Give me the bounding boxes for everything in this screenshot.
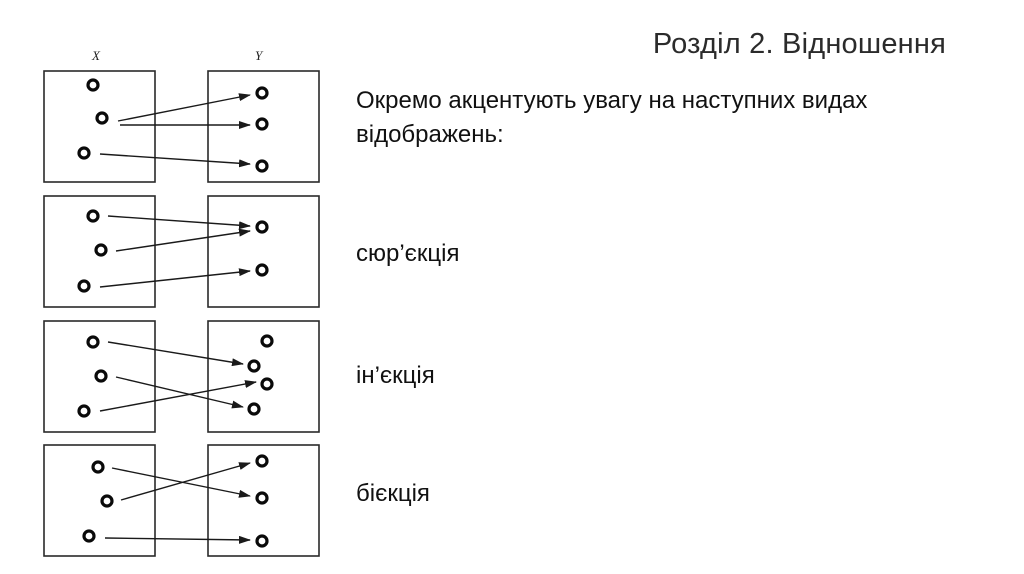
term-bijection: бієкція bbox=[356, 480, 430, 507]
element-node bbox=[91, 460, 105, 474]
element-node bbox=[255, 159, 269, 173]
set-x-box bbox=[43, 444, 156, 557]
element-node bbox=[255, 117, 269, 131]
element-node bbox=[255, 86, 269, 100]
panel-general-mapping bbox=[43, 70, 320, 183]
element-node bbox=[94, 369, 108, 383]
panel-bijection bbox=[43, 444, 320, 557]
set-x-box bbox=[43, 195, 156, 308]
element-node bbox=[255, 534, 269, 548]
element-node bbox=[86, 209, 100, 223]
mapping-arrow bbox=[117, 93, 251, 122]
panel-surjection bbox=[43, 195, 320, 308]
element-node bbox=[94, 243, 108, 257]
element-node bbox=[100, 494, 114, 508]
term-injection: ін’єкція bbox=[356, 362, 435, 389]
element-node bbox=[260, 377, 274, 391]
mapping-arrow bbox=[99, 380, 257, 412]
element-node bbox=[247, 402, 261, 416]
set-y-box bbox=[207, 195, 320, 308]
set-label-y: Y bbox=[255, 48, 264, 63]
set-y-box bbox=[207, 444, 320, 557]
mapping-panels bbox=[43, 70, 320, 557]
set-label-x: X bbox=[91, 48, 101, 63]
element-node bbox=[77, 404, 91, 418]
element-node bbox=[255, 491, 269, 505]
element-node bbox=[77, 146, 91, 160]
set-y-box bbox=[207, 70, 320, 183]
set-x-box bbox=[43, 70, 156, 183]
element-node bbox=[255, 454, 269, 468]
slide-title: Розділ 2. Відношення bbox=[652, 28, 946, 60]
set-x-box bbox=[43, 320, 156, 433]
element-node bbox=[260, 334, 274, 348]
element-node bbox=[255, 220, 269, 234]
mapping-arrow bbox=[99, 268, 251, 288]
element-node bbox=[77, 279, 91, 293]
mapping-arrow bbox=[115, 376, 244, 409]
element-node bbox=[86, 335, 100, 349]
intro-line-2: відображень: bbox=[356, 121, 504, 148]
panel-injection bbox=[43, 320, 320, 433]
element-node bbox=[86, 78, 100, 92]
element-node bbox=[95, 111, 109, 125]
element-node bbox=[247, 359, 261, 373]
mapping-arrow bbox=[107, 341, 244, 367]
mapping-arrow bbox=[99, 153, 251, 168]
mapping-arrow bbox=[115, 228, 251, 252]
mapping-arrow bbox=[107, 215, 251, 230]
mapping-arrow bbox=[111, 467, 251, 498]
element-node bbox=[255, 263, 269, 277]
intro-text: Окремо акцентують увагу на наступних вид… bbox=[356, 84, 976, 152]
mapping-diagram: X Y bbox=[43, 48, 320, 557]
mapping-arrow bbox=[104, 535, 251, 544]
intro-line-1: Окремо акцентують увагу на наступних вид… bbox=[356, 87, 868, 114]
term-surjection: сюр’єкція bbox=[356, 240, 460, 267]
mapping-arrow bbox=[120, 462, 251, 501]
element-node bbox=[82, 529, 96, 543]
set-y-box bbox=[207, 320, 320, 433]
